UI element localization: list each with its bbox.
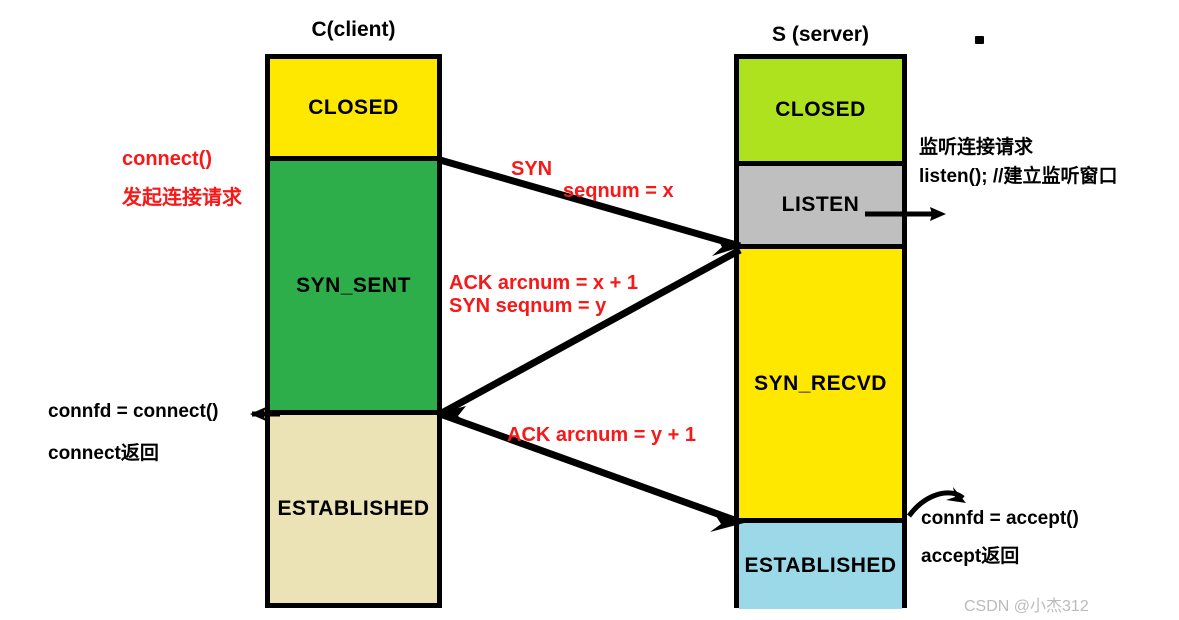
server-state-syn-recvd-label: SYN_RECVD bbox=[754, 371, 887, 395]
client-state-syn-sent-label: SYN_SENT bbox=[296, 273, 411, 297]
annotation-server-accept-return: accept返回 bbox=[921, 546, 1020, 567]
arrowhead-connect-return bbox=[250, 407, 266, 421]
message-synack-ack-line: ACK arcnum = x + 1 bbox=[449, 272, 638, 294]
arrowhead-listen-pointer bbox=[930, 207, 946, 221]
annotation-client-connect-return: connect返回 bbox=[48, 443, 159, 464]
arrowhead-accept-pointer bbox=[946, 487, 966, 503]
message-synack-syn-line: SYN seqnum = y bbox=[449, 295, 607, 317]
annotation-server-accept-call: connfd = accept() bbox=[921, 508, 1079, 529]
message-syn-seqnum: seqnum = x bbox=[563, 180, 674, 202]
client-state-closed: CLOSED bbox=[270, 59, 437, 161]
annotation-client-connect-call: connect() bbox=[122, 148, 212, 170]
server-state-listen: LISTEN bbox=[739, 166, 902, 249]
client-column-title: C(client) bbox=[311, 18, 396, 41]
client-state-established-label: ESTABLISHED bbox=[277, 497, 430, 520]
server-state-established-label: ESTABLISHED bbox=[744, 554, 897, 577]
client-state-established: ESTABLISHED bbox=[270, 415, 437, 603]
client-state-syn-sent: SYN_SENT bbox=[270, 161, 437, 415]
csdn-watermark: CSDN @小杰312 bbox=[964, 598, 1089, 615]
client-state-column: CLOSED SYN_SENT ESTABLISHED bbox=[265, 54, 442, 608]
annotation-client-connfd: connfd = connect() bbox=[48, 401, 219, 422]
annotation-client-connect-desc: 发起连接请求 bbox=[122, 187, 242, 209]
server-state-established: ESTABLISHED bbox=[739, 523, 902, 609]
server-column-title: S (server) bbox=[772, 23, 869, 46]
server-state-closed: CLOSED bbox=[739, 59, 902, 166]
client-state-closed-label: CLOSED bbox=[308, 95, 399, 119]
server-state-column: CLOSED LISTEN SYN_RECVD ESTABLISHED bbox=[734, 54, 907, 609]
message-ack-label: ACK arcnum = y + 1 bbox=[507, 424, 696, 446]
annotation-server-listen-desc: 监听连接请求 bbox=[919, 137, 1034, 158]
server-state-syn-recvd: SYN_RECVD bbox=[739, 249, 902, 523]
server-state-listen-label: LISTEN bbox=[781, 193, 860, 216]
annotation-server-listen-call: listen(); //建立监听窗口 bbox=[919, 166, 1118, 187]
server-state-closed-label: CLOSED bbox=[775, 98, 866, 121]
message-syn-label: SYN bbox=[511, 158, 553, 180]
black-dot-marker bbox=[975, 36, 984, 44]
